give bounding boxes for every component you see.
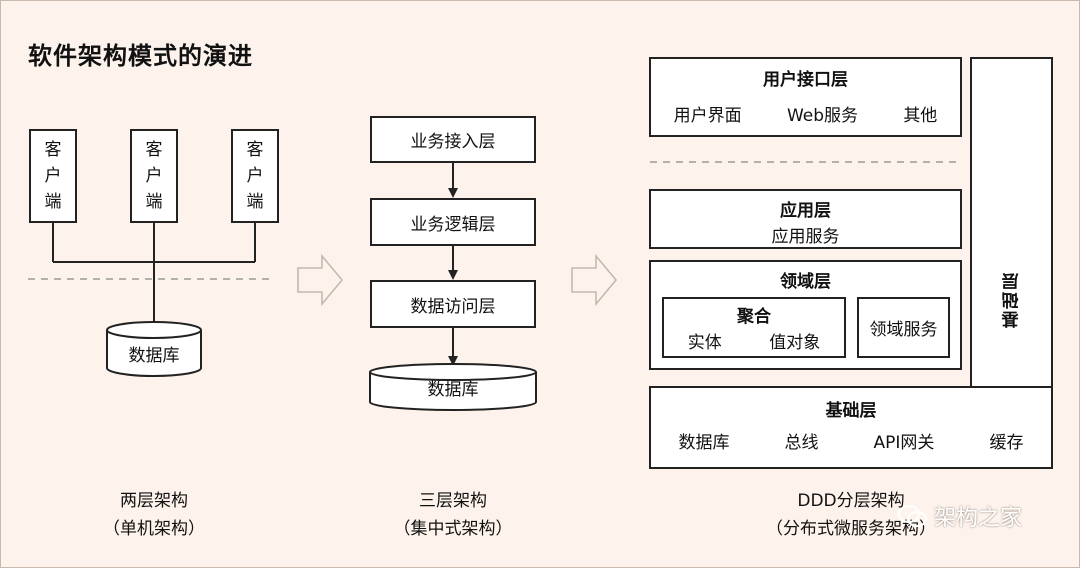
layer-business-access-label: 业务接入层 xyxy=(410,132,496,152)
layer-business-logic-label: 业务逻辑层 xyxy=(410,214,496,235)
client-box-3: 客 户 端 xyxy=(231,129,279,223)
diagram-title: 软件架构模式的演进 xyxy=(28,42,253,70)
two-tier-caption: 两层架构 （单机架构） xyxy=(103,487,205,543)
layer-data-access: 数据访问层 xyxy=(370,280,536,328)
two-tier-caption-line1: 两层架构 xyxy=(120,491,188,511)
domain-service-label: 领域服务 xyxy=(869,320,938,340)
layer-application: 应用层 应用服务 xyxy=(649,189,962,249)
domain-title: 领域层 xyxy=(780,272,831,292)
client-3-char-3: 端 xyxy=(246,192,264,212)
three-tier-database-label: 数据库 xyxy=(427,379,479,400)
three-tier-caption: 三层架构 （集中式架构） xyxy=(394,487,513,543)
layer-infrastructure: 基础层 数据库 总线 API网关 缓存 xyxy=(649,386,1053,469)
ddd-side-label: 基础层 xyxy=(1002,271,1022,328)
application-title: 应用层 xyxy=(780,201,831,221)
three-tier-database xyxy=(369,363,537,411)
client-2-char-2: 户 xyxy=(145,166,163,186)
transition-arrow-1 xyxy=(297,253,344,307)
two-tier-database xyxy=(106,321,202,377)
two-tier-caption-line2: （单机架构） xyxy=(103,519,205,539)
client-box-2: 客 户 端 xyxy=(130,129,178,223)
watermark: 架构之家 xyxy=(898,500,1022,532)
transition-arrow-2 xyxy=(571,253,618,307)
aggregate-item-entity: 实体 xyxy=(687,333,722,353)
layer-domain: 领域层 聚合 实体 值对象 领域服务 xyxy=(649,260,962,370)
ui-item-web-service: Web服务 xyxy=(786,106,859,126)
user-interface-title: 用户接口层 xyxy=(763,70,848,90)
infrastructure-title: 基础层 xyxy=(825,401,877,421)
ui-item-user-interface: 用户界面 xyxy=(673,106,742,126)
aggregate-box: 聚合 实体 值对象 xyxy=(662,297,846,358)
client-box-1: 客 户 端 xyxy=(29,129,77,223)
infra-item-cache: 缓存 xyxy=(989,433,1024,453)
aggregate-item-value-object: 值对象 xyxy=(769,333,821,353)
client-3-char-2: 户 xyxy=(246,166,264,186)
ddd-caption: DDD分层架构 （分布式微服务架构） xyxy=(766,487,936,543)
layer-user-interface: 用户接口层 用户界面 Web服务 其他 xyxy=(649,57,962,137)
three-tier-caption-line1: 三层架构 xyxy=(419,491,487,511)
three-tier-caption-line2: （集中式架构） xyxy=(393,519,513,539)
layer-business-logic: 业务逻辑层 xyxy=(370,198,536,246)
ddd-caption-line2: （分布式微服务架构） xyxy=(766,519,936,539)
aggregate-title: 聚合 xyxy=(737,307,771,327)
layer-data-access-label: 数据访问层 xyxy=(410,296,496,317)
infra-item-bus: 总线 xyxy=(784,433,819,453)
client-2-char-3: 端 xyxy=(145,192,163,212)
client-1-char-3: 端 xyxy=(44,192,62,212)
application-item: 应用服务 xyxy=(771,227,840,247)
infra-item-database: 数据库 xyxy=(678,433,730,453)
ddd-caption-line1: DDD分层架构 xyxy=(797,491,905,511)
domain-service-box: 领域服务 xyxy=(857,297,950,358)
layer-business-access: 业务接入层 xyxy=(370,116,536,163)
client-1-char-2: 户 xyxy=(44,166,62,186)
client-1-char-1: 客 xyxy=(44,140,62,160)
wechat-icon xyxy=(898,505,927,527)
ui-item-other: 其他 xyxy=(903,106,938,126)
client-3-char-1: 客 xyxy=(246,140,264,160)
client-2-char-1: 客 xyxy=(145,140,163,160)
watermark-text: 架构之家 xyxy=(934,506,1023,531)
infra-item-api-gateway: API网关 xyxy=(873,433,935,453)
two-tier-database-label: 数据库 xyxy=(128,345,180,366)
